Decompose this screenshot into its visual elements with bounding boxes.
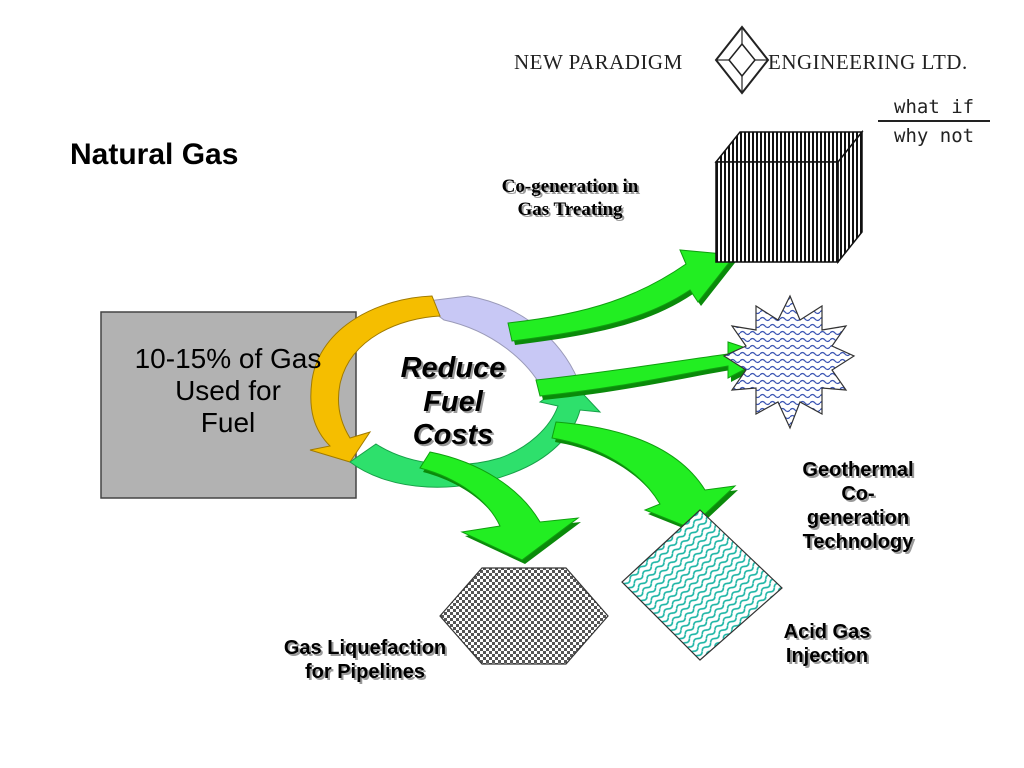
label-liquefaction-line-1: Gas Liquefaction [283,637,447,659]
arrow-to-cube [507,249,736,342]
hexagon-shape [439,567,609,665]
label-cogeneration: Co-generation in Gas Treating [462,176,678,222]
label-geothermal-line-4: Technology [802,531,914,553]
label-geothermal: Geothermal Co- generation Technology [768,458,948,554]
label-geothermal-line-3: generation [806,507,910,529]
label-cogeneration-line-1: Co-generation in [501,176,639,197]
diamond-shape [621,509,783,661]
arrow-to-diamond [551,421,737,529]
cycle-arrow-yellow [309,295,441,463]
label-acid-gas: Acid Gas Injection [752,620,902,668]
label-liquefaction: Gas Liquefaction for Pipelines [250,636,480,684]
logo-emblem-icon [714,25,770,95]
label-liquefaction-line-2: for Pipelines [304,661,426,683]
logo-text-right: ENGINEERING LTD. [768,50,968,74]
tagline-top: what if [894,96,975,118]
label-cogeneration-line-2: Gas Treating [517,198,623,220]
center-line-3: Costs [412,419,494,452]
center-line-1: Reduce [400,352,506,384]
gas-box-line-3: Fuel [200,407,256,439]
output-arrows [419,249,773,564]
gas-box-label: 10-15% of Gas Used for Fuel [100,343,356,440]
starburst-shape [722,294,856,430]
label-acid-gas-line-2: Injection [785,645,869,667]
gas-box-line-2: Used for [175,375,281,407]
center-line-2: Fuel [423,385,483,418]
label-geothermal-line-2: Co- [841,483,875,505]
center-label: Reduce Fuel Costs [378,352,528,453]
tagline-bottom: why not [894,125,975,147]
cube-shape [714,129,864,265]
label-acid-gas-line-1: Acid Gas [783,621,871,643]
page-title: Natural Gas [70,138,239,171]
arrow-to-hexagon [419,451,580,561]
gas-box-line-1: 10-15% of Gas [134,343,322,374]
label-geothermal-line-1: Geothermal [802,459,914,481]
logo-text-left: NEW PARADIGM [514,50,683,74]
